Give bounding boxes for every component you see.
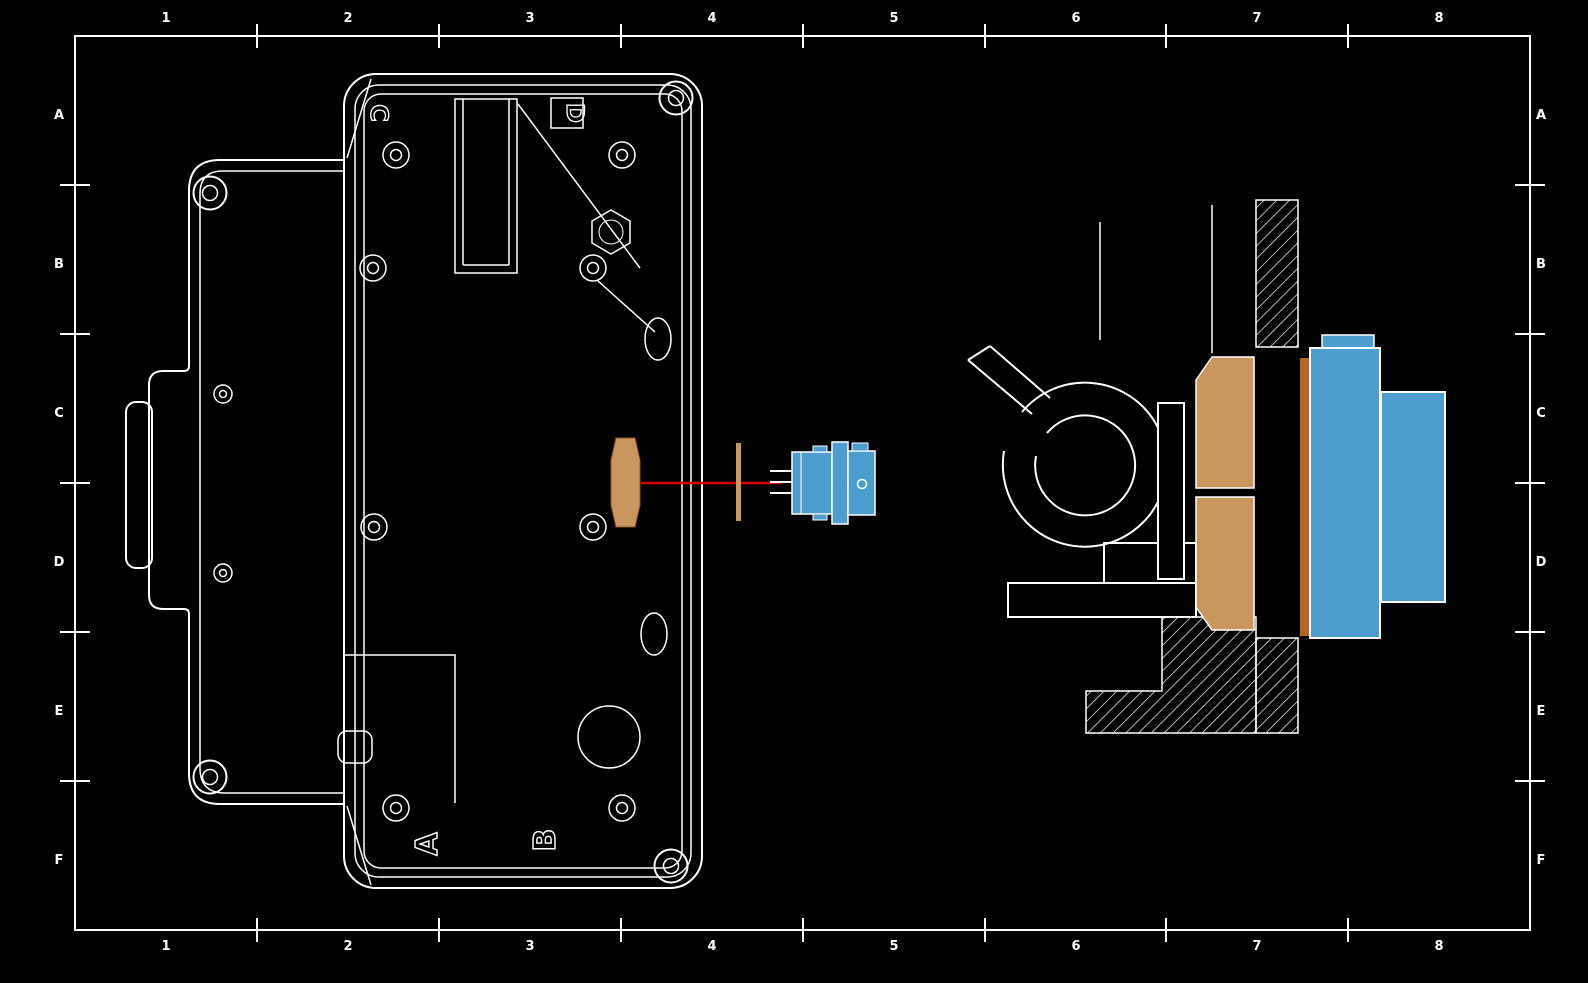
grid-row-label: E: [55, 704, 64, 719]
grid-row-labels-left: A B C D E F: [54, 108, 65, 868]
panel-nut-front-view: [610, 437, 641, 528]
grid-col-label: 3: [525, 11, 534, 26]
cable-run: [967, 359, 1033, 415]
internal-rib: [597, 280, 656, 333]
internal-rib: [517, 103, 641, 269]
svg-text:A: A: [410, 832, 445, 856]
corner-transition-line: [346, 78, 372, 159]
grid-col-label: 5: [889, 939, 898, 954]
connector-main-body: [1309, 347, 1381, 639]
grid-row-label: A: [1536, 108, 1546, 123]
panel-nut-section: [1195, 356, 1255, 631]
svg-text:B: B: [528, 829, 563, 852]
connector-barrel-hole: [856, 478, 868, 490]
clamp-base: [1007, 582, 1197, 618]
grid-column-labels-top: 1 2 3 4 5 6 7 8: [161, 11, 1443, 26]
flange-side-tab: [125, 401, 153, 569]
mounting-bosses: [359, 141, 636, 822]
connector-rear-body: [1380, 391, 1446, 603]
grid-row-label: C: [54, 406, 64, 421]
oval-opening: [644, 317, 672, 361]
gasket-section: [1300, 358, 1310, 636]
connector-barrel: [847, 450, 876, 516]
connector-body-section: [1309, 334, 1446, 639]
grid-col-label: 6: [1071, 11, 1080, 26]
cable-loop-inner: [1034, 414, 1137, 517]
round-opening: [577, 705, 641, 769]
cable-end-cap: [967, 345, 991, 361]
grid-col-label: 3: [525, 939, 534, 954]
grid-row-label: F: [1537, 853, 1546, 868]
connector-flange: [831, 441, 849, 525]
connector-pins: [770, 470, 792, 494]
section-view: [967, 199, 1446, 734]
grid-col-label: 2: [343, 11, 352, 26]
molded-letter-c: C: [364, 104, 393, 123]
flange-holes: [213, 384, 233, 583]
cable-channel: [454, 98, 518, 274]
molded-letter-b: B: [527, 828, 563, 852]
grid-row-label: D: [1536, 555, 1547, 570]
svg-text:D: D: [561, 103, 589, 123]
enclosure-top-view: C D A B: [125, 73, 703, 889]
molded-letter-d: D: [550, 97, 590, 129]
cable-run: [989, 345, 1051, 399]
enclosure-inner-wall: [363, 93, 683, 869]
grid-col-label: 6: [1071, 939, 1080, 954]
grid-row-label: D: [54, 555, 65, 570]
lock-washer-section: [1157, 402, 1185, 580]
grid-row-label: F: [55, 853, 64, 868]
corner-screw: [192, 175, 228, 211]
grid-column-labels-bottom: 1 2 3 4 5 6 7 8: [161, 939, 1443, 954]
enclosure-flange-inner: [199, 170, 344, 794]
panel-wall-section: [1255, 199, 1299, 734]
connector-shell: [791, 451, 833, 515]
grid-col-label: 1: [161, 939, 170, 954]
oval-opening: [640, 612, 668, 656]
grid-col-label: 4: [707, 939, 716, 954]
grid-row-label: A: [54, 108, 64, 123]
svg-text:C: C: [365, 104, 393, 122]
step-tab: [337, 730, 373, 764]
cable-loop-outer: [1001, 381, 1168, 548]
connector-key-top: [812, 445, 828, 453]
grid-col-label: 8: [1434, 939, 1443, 954]
corner-screw: [192, 759, 228, 795]
grid-col-label: 5: [889, 11, 898, 26]
grid-col-label: 2: [343, 939, 352, 954]
gasket-front-view: [736, 443, 741, 521]
corner-screw: [653, 848, 689, 884]
enclosure-outer-wall: [343, 73, 703, 889]
sheet-frame: 1 2 3 4 5 6 7 8 1 2 3 4 5 6 7 8 A B C D …: [54, 11, 1547, 954]
enclosure-flange-outline: [148, 159, 344, 805]
grid-row-label: E: [1537, 704, 1546, 719]
grid-row-label: B: [1536, 257, 1546, 272]
corner-transition-line: [346, 805, 372, 886]
grid-ticks: [60, 24, 1545, 942]
corner-screw: [658, 80, 694, 116]
grid-row-labels-right: A B C D E F: [1536, 108, 1547, 868]
connector-front-view: [770, 441, 876, 525]
grid-col-label: 7: [1252, 939, 1261, 954]
grid-col-label: 8: [1434, 11, 1443, 26]
mounting-bracket-section: [1085, 616, 1257, 734]
hex-nut-silhouette: [610, 437, 641, 528]
grid-row-label: B: [54, 257, 64, 272]
enclosure-wall-contour: [354, 84, 692, 878]
connector-barrel-key: [851, 442, 869, 452]
grid-row-label: C: [1536, 406, 1546, 421]
molded-letter-a: A: [409, 831, 445, 856]
grid-col-label: 7: [1252, 11, 1261, 26]
grid-col-label: 4: [707, 11, 716, 26]
bottom-step: [344, 654, 456, 803]
connector-key-bottom: [812, 513, 828, 521]
grid-col-label: 1: [161, 11, 170, 26]
hex-boss: [591, 209, 631, 255]
